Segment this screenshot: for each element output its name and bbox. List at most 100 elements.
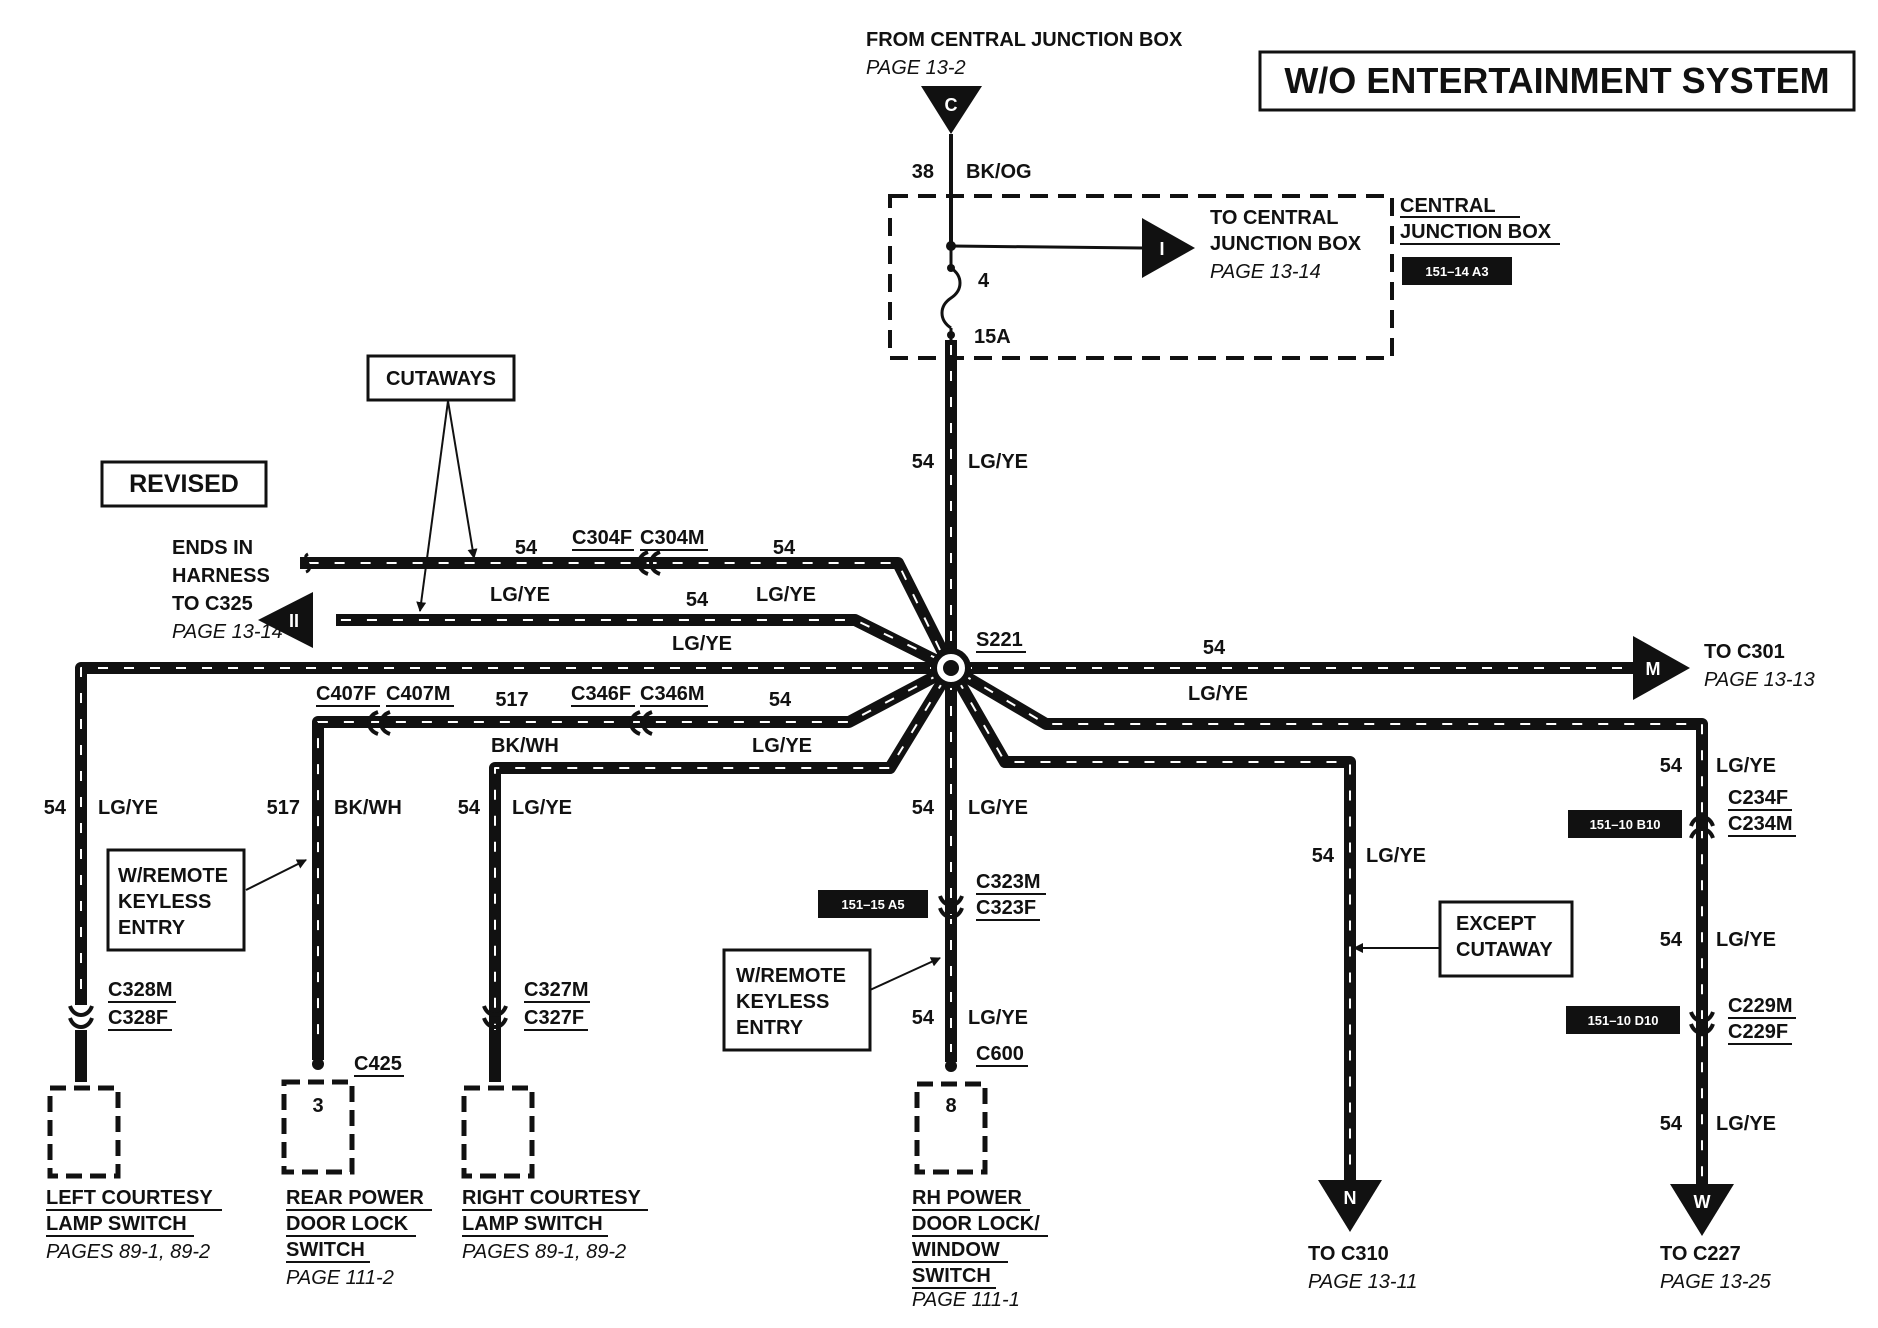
rh-cf: C323F [976,897,1036,919]
right-courtesy-branch: 54 LG/YE C327M C327F [458,797,590,1082]
rke-callout-2: W/REMOTE KEYLESS ENTRY [722,948,941,1052]
connector-c-triangle [921,86,982,134]
to-c310: 54 LG/YE EXCEPT CUTAWAY N TO C310 PAGE 1… [1308,845,1574,1293]
central-junction-box: CENTRAL JUNCTION BOX 151–14 A3 4 15A TO … [888,194,1560,360]
rh-door-branch: 54 LG/YE 151–15 A5 C323M C323F 54 LG/YE … [818,797,1046,1067]
lc-cf: C328F [108,1007,168,1029]
rke2-l2: KEYLESS [736,991,829,1013]
cjb-label-1: CENTRAL [1400,195,1496,217]
revised-box: REVISED [100,460,268,508]
rd-connector: C425 [354,1053,402,1075]
rh-name-3: WINDOW [912,1239,1000,1261]
rh-pin: 8 [945,1095,956,1117]
rh-name-1: RH POWER [912,1187,1023,1209]
c301-circuit: 54 [1203,637,1226,659]
rh-connector: C600 [976,1043,1024,1065]
title-text: W/O ENTERTAINMENT SYSTEM [1284,60,1829,101]
to-c301: 54 LG/YE M TO C301 PAGE 13-13 [1188,636,1815,705]
lc-circuit: 54 [44,797,67,819]
left-courtesy-switch: LEFT COURTESY LAMP SWITCH PAGES 89-1, 89… [46,1085,222,1263]
to-cjb-line1: TO CENTRAL [1210,207,1339,229]
rh-color-2: LG/YE [968,1007,1028,1029]
c227-color-1: LG/YE [1716,755,1776,777]
cjb-location: 151–14 A3 [1425,264,1488,279]
c234f-label: C234F [1728,787,1788,809]
rke2-l3: ENTRY [736,1017,804,1039]
rh-cm: C323M [976,871,1040,893]
c346f-label: C346F [571,683,631,705]
to-cjb-line2: JUNCTION BOX [1210,233,1362,255]
c304m-label: C304M [640,527,704,549]
rh-location: 151–15 A5 [841,897,904,912]
connector-m-triangle [1633,636,1690,700]
rh-circuit-1: 54 [912,797,935,819]
lc-page: PAGES 89-1, 89-2 [46,1241,210,1263]
ends-page: PAGE 13-14 [172,621,283,643]
c227-color-3: LG/YE [1716,1113,1776,1135]
w517-circuit: 517 [495,689,528,711]
wire-harness [75,134,1708,1190]
w1-left-color: LG/YE [490,584,550,606]
cutaways-label: CUTAWAYS [386,368,496,390]
splice-s221: S221 [931,629,1026,688]
c227-circuit-2: 54 [1660,929,1683,951]
c227-label: TO C227 [1660,1243,1741,1265]
c407m-label: C407M [386,683,450,705]
rd-color: BK/WH [334,797,402,819]
except-l2: CUTAWAY [1456,939,1553,961]
c301-label: TO C301 [1704,641,1785,663]
c310-page: PAGE 13-11 [1308,1271,1417,1293]
c234m-label: C234M [1728,813,1792,835]
rh-color-1: LG/YE [968,797,1028,819]
lc-cm: C328M [108,979,172,1001]
rd-name-3: SWITCH [286,1239,365,1261]
c229-location: 151–10 D10 [1588,1013,1659,1028]
rh-door-switch: 8 RH POWER DOOR LOCK/ WINDOW SWITCH PAGE… [912,1060,1048,1311]
c234-location: 151–10 B10 [1590,817,1661,832]
cutaways-callout: CUTAWAYS [366,354,516,612]
rke1-l1: W/REMOTE [118,865,228,887]
rke1-l3: ENTRY [118,917,186,939]
connector-w-triangle [1670,1184,1734,1236]
rh-location-badge [818,890,928,918]
splice-label: S221 [976,629,1023,651]
rc-cf: C327F [524,1007,584,1029]
ends-line2: HARNESS [172,565,270,587]
left-courtesy-branch: 54 LG/YE C328M C328F [44,797,176,1082]
rh-name-2: DOOR LOCK/ [912,1213,1040,1235]
c227-color-2: LG/YE [1716,929,1776,951]
rc-cm: C327M [524,979,588,1001]
w2-color: LG/YE [672,633,732,655]
c229m-label: C229M [1728,995,1792,1017]
rke2-l1: W/REMOTE [736,965,846,987]
rear-door-branch: 517 BK/WH C425 [267,797,404,1077]
c310-circuit: 54 [1312,845,1335,867]
connector-n-label: N [1344,1188,1357,1208]
connector-m-label: M [1646,659,1661,679]
ends-line1: ENDS IN [172,537,253,559]
fuse-number: 4 [978,270,990,292]
w1-right-circuit: 54 [773,537,796,559]
rc-color: LG/YE [512,797,572,819]
connector-w-label: W [1694,1192,1711,1212]
c229f-label: C229F [1728,1021,1788,1043]
top-left-wires: ENDS IN HARNESS TO C325 PAGE 13-14 54 LG… [172,527,816,655]
except-cutaway-box [1438,900,1574,978]
revised-label: REVISED [129,470,239,498]
lc-name-2: LAMP SWITCH [46,1213,187,1235]
ends-line3: TO C325 [172,593,253,615]
rc-page: PAGES 89-1, 89-2 [462,1241,626,1263]
w54-color: LG/YE [752,735,812,757]
rd-pin: 3 [312,1095,323,1117]
cjb-location-badge [1402,257,1512,285]
rc-name-2: LAMP SWITCH [462,1213,603,1235]
connector-c-label: C [945,95,958,115]
rear-door-switch: 3 REAR POWER DOOR LOCK SWITCH PAGE 111-2 [281,1058,432,1289]
connector-i-label: I [1159,239,1164,259]
c227-circuit-1: 54 [1660,755,1683,777]
rke-callout-1: W/REMOTE KEYLESS ENTRY [106,848,307,952]
rd-circuit: 517 [267,797,300,819]
c346m-label: C346M [640,683,704,705]
connector-i-triangle [1142,218,1195,278]
